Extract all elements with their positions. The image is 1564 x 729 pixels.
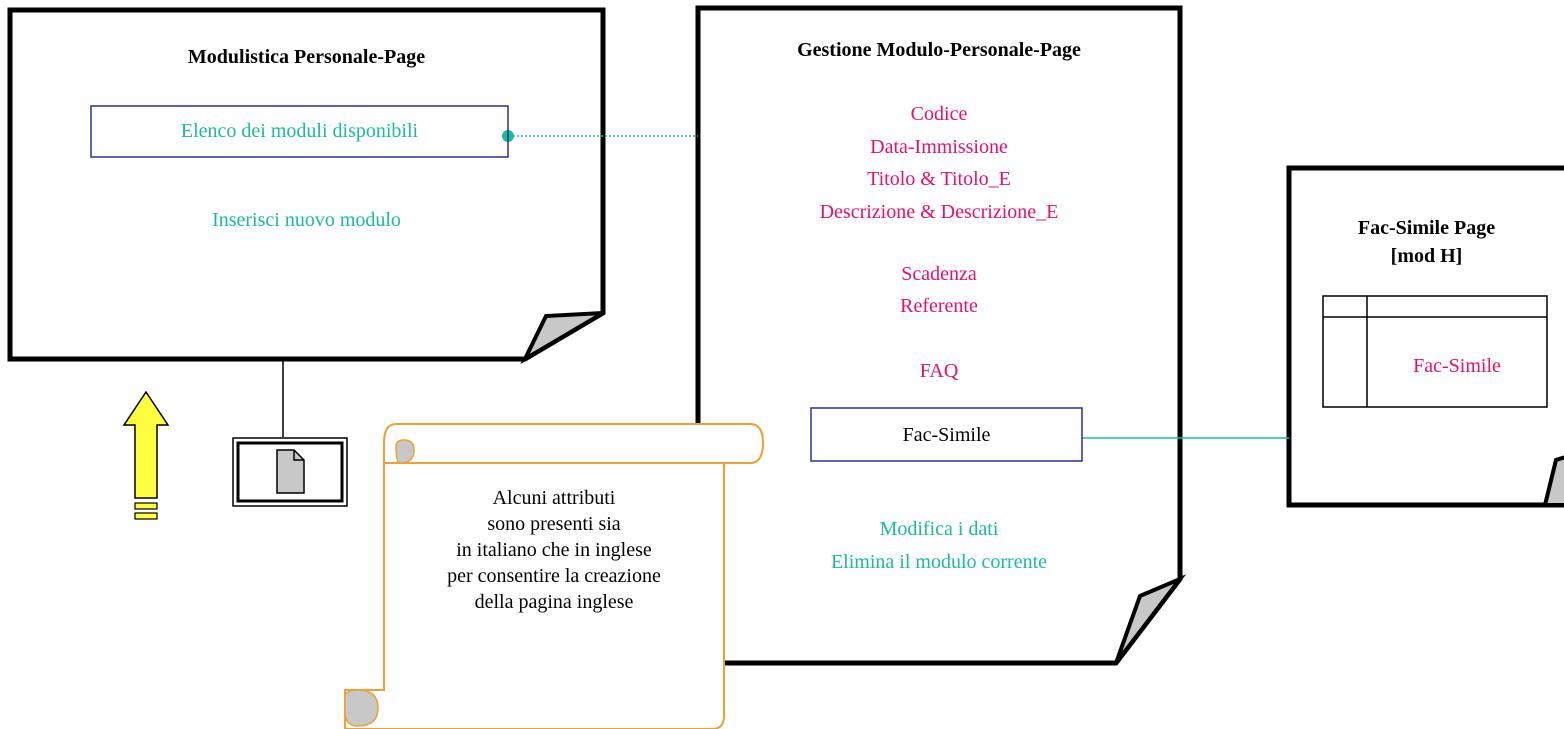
page-title-gestione: Gestione Modulo-Personale-Page [797, 39, 1081, 61]
attribute-titolo: Titolo & Titolo_E [867, 168, 1011, 190]
insert-new-module-link[interactable]: Inserisci nuovo modulo [212, 209, 401, 231]
page-gestione [695, 5, 1187, 666]
attribute-codice: Codice [910, 103, 968, 125]
page-subtitle-facsimile: [mod H] [1390, 245, 1463, 267]
facsimile-button-box [810, 407, 1083, 462]
page-title-modulistica: Modulistica Personale-Page [187, 46, 426, 68]
attribute-referente: Referente [900, 295, 978, 317]
page-title-facsimile: Fac-Simile Page [1357, 217, 1496, 239]
delete-module-link[interactable]: Elimina il modulo corrente [830, 551, 1048, 573]
attribute-scadenza: Scadenza [901, 263, 977, 285]
attribute-faq: FAQ [919, 360, 959, 382]
page-fold-corner [520, 311, 605, 365]
list-box [90, 105, 509, 158]
facsimile-table [1322, 295, 1548, 408]
up-arrow-icon [122, 390, 170, 520]
page-fold-corner [1542, 455, 1564, 507]
document-icon[interactable] [232, 437, 348, 507]
page-modulistica [7, 7, 606, 365]
attribute-data-immissione: Data-Immissione [870, 136, 1008, 158]
attribute-descrizione: Descrizione & Descrizione_E [819, 201, 1059, 223]
facsimile-button[interactable]: Fac-Simile [902, 424, 991, 446]
page-fold-corner [1114, 574, 1187, 665]
facsimile-table-label: Fac-Simile [1413, 355, 1501, 377]
available-modules-list[interactable]: Elenco dei moduli disponibili [180, 120, 419, 142]
note-scroll [344, 423, 765, 729]
note-text: Alcuni attributi sono presenti sia in it… [447, 487, 661, 613]
edit-data-link[interactable]: Modifica i dati [879, 518, 999, 540]
